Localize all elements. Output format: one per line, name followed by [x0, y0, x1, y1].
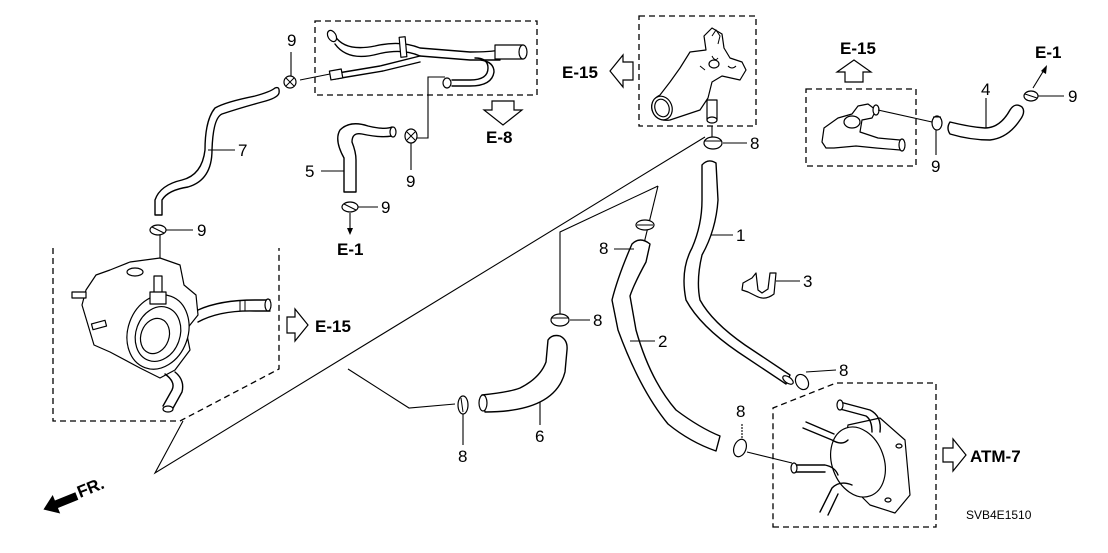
- callout-6[interactable]: 6: [535, 427, 544, 446]
- clamp-9-f[interactable]: [1023, 90, 1039, 102]
- clamp-9-a[interactable]: [283, 75, 297, 89]
- hose-6[interactable]: [481, 334, 568, 413]
- housing-box: [805, 88, 917, 167]
- leader-8e: [805, 369, 837, 373]
- hose-2[interactable]: [611, 239, 721, 452]
- ref-e15-throttle[interactable]: E-15: [315, 317, 351, 336]
- ref-e8[interactable]: E-8: [486, 128, 512, 147]
- ref-atm7[interactable]: ATM-7: [970, 447, 1021, 466]
- long-leader-1: [153, 136, 706, 475]
- front-arrow-icon: [43, 492, 79, 514]
- callout-9e[interactable]: 9: [931, 157, 940, 176]
- ref-e15-thermostat[interactable]: E-15: [562, 63, 598, 82]
- coolant-housing[interactable]: [821, 103, 906, 152]
- clamp-8-c[interactable]: [550, 313, 570, 327]
- thermostat-housing[interactable]: [648, 27, 747, 124]
- callout-1[interactable]: 1: [736, 226, 745, 245]
- callout-9b[interactable]: 9: [197, 221, 206, 240]
- connector-line: [299, 73, 331, 81]
- callout-8f[interactable]: 8: [736, 402, 745, 421]
- callout-2[interactable]: 2: [658, 332, 667, 351]
- clamp-9-b[interactable]: [149, 224, 167, 236]
- clamp-8-e[interactable]: [793, 372, 811, 392]
- connector-line-housing: [877, 109, 933, 123]
- clamp-8-a[interactable]: [703, 136, 723, 150]
- callout-3[interactable]: 3: [803, 272, 812, 291]
- long-leader-3: [559, 185, 659, 315]
- hose-7[interactable]: [154, 86, 280, 216]
- e15-left-arrow-icon: [609, 53, 634, 89]
- hose-5[interactable]: [337, 123, 395, 193]
- callout-8b[interactable]: 8: [599, 239, 608, 258]
- callout-9a[interactable]: 9: [287, 31, 296, 50]
- atm7-arrow-icon: [942, 437, 967, 473]
- e8-arrow-icon: [482, 100, 524, 126]
- callout-8e[interactable]: 8: [839, 361, 848, 380]
- connector-line-5: [417, 76, 445, 139]
- ref-e15-housing[interactable]: E-15: [840, 39, 876, 58]
- ref-e1-right[interactable]: E-1: [1035, 43, 1061, 62]
- atf-cooler-box: [772, 382, 937, 528]
- clamp-8-f[interactable]: [731, 437, 748, 458]
- hose-1[interactable]: [683, 160, 791, 385]
- callout-8a[interactable]: 8: [750, 134, 759, 153]
- hose-4[interactable]: [947, 104, 1025, 141]
- clamp-8-d[interactable]: [457, 395, 469, 415]
- callout-8c[interactable]: 8: [593, 311, 602, 330]
- front-indicator: FR.: [74, 474, 107, 502]
- callout-4[interactable]: 4: [981, 80, 990, 99]
- arrow-line-e1-right: [1032, 69, 1045, 89]
- thermostat-box: [638, 15, 757, 127]
- callout-5[interactable]: 5: [305, 162, 314, 181]
- ref-e1-left[interactable]: E-1: [337, 240, 363, 259]
- long-leader-2: [347, 368, 456, 409]
- atf-cooler[interactable]: [790, 399, 911, 516]
- e15-throttle-arrow-icon: [286, 307, 309, 343]
- clamp-8-b[interactable]: [635, 219, 655, 231]
- clamp-9-e[interactable]: [931, 115, 943, 131]
- water-pipe-box: [314, 20, 538, 96]
- diagram-code: SVB4E1510: [966, 508, 1032, 522]
- callout-9d[interactable]: 9: [381, 198, 390, 217]
- hose-clip-3[interactable]: [741, 272, 777, 299]
- callout-9c[interactable]: 9: [406, 172, 415, 191]
- clamp-9-c[interactable]: [404, 128, 418, 144]
- connector-line-cooler: [746, 451, 793, 464]
- water-pipe[interactable]: [326, 29, 528, 89]
- callout-7[interactable]: 7: [238, 141, 247, 160]
- throttle-body-box: [52, 248, 280, 422]
- e15-up-arrow-icon: [835, 59, 873, 83]
- callout-9f[interactable]: 9: [1068, 87, 1077, 106]
- arrow-down-icon: [347, 228, 353, 235]
- callout-8d[interactable]: 8: [458, 447, 467, 466]
- arrow-up-right-icon: [1041, 65, 1047, 74]
- clamp-9-d[interactable]: [341, 201, 359, 213]
- throttle-body[interactable]: [71, 257, 272, 413]
